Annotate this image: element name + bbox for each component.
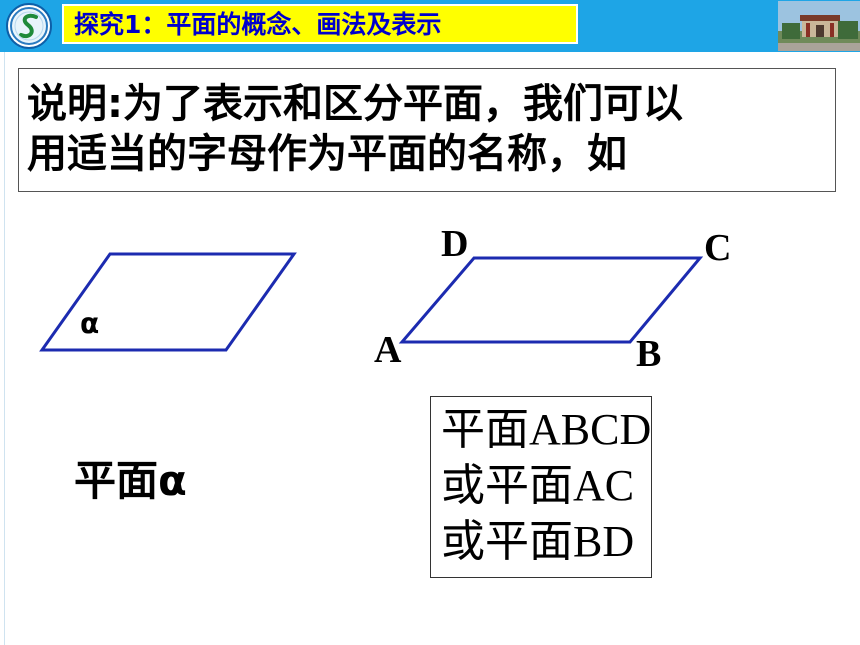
notation-line-3: 或平面BD: [441, 517, 635, 566]
vertex-d-label: D: [441, 223, 469, 265]
note-box: 说明:为了表示和区分平面，我们可以 用适当的字母作为平面的名称，如: [18, 68, 836, 192]
vertex-b-label: B: [636, 333, 662, 375]
left-margin-rule: [4, 52, 5, 645]
note-line-1: 说明:为了表示和区分平面，我们可以: [27, 81, 683, 127]
notation-line-1: 平面ABCD: [441, 405, 652, 454]
page-title: 探究1：平面的概念、画法及表示: [74, 10, 442, 39]
notation-box: 平面ABCD 或平面AC 或平面BD: [430, 396, 652, 578]
school-logo-icon: [6, 3, 52, 49]
plane-alpha-caption: 平面α: [74, 456, 187, 505]
plane-alpha-parallelogram: [39, 252, 297, 352]
notation-line-2: 或平面AC: [441, 461, 635, 510]
plane-alpha-label: α: [80, 307, 100, 340]
title-box: 探究1：平面的概念、画法及表示: [62, 4, 578, 44]
school-gate-photo-icon: [778, 1, 860, 51]
note-line-2: 用适当的字母作为平面的名称，如: [27, 131, 627, 177]
plane-abcd-parallelogram: [398, 256, 704, 344]
vertex-c-label: C: [704, 227, 732, 269]
vertex-a-label: A: [374, 329, 402, 371]
